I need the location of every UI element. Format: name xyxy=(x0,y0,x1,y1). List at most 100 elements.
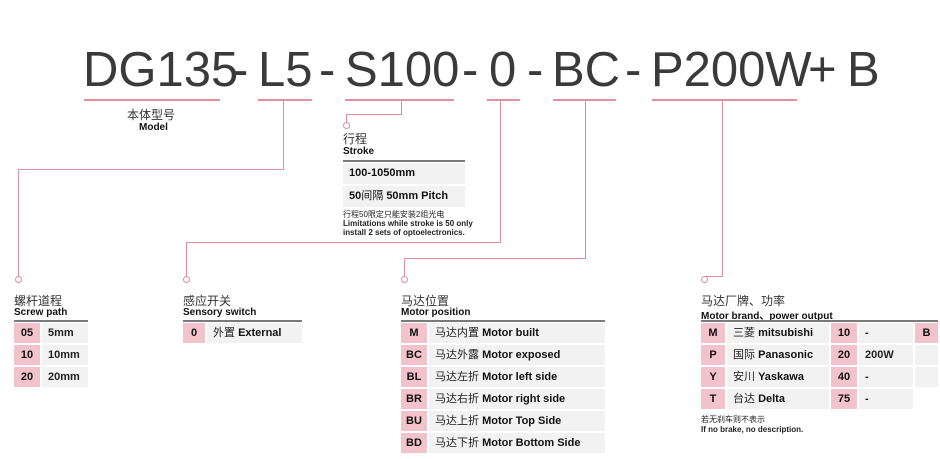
row-en: Motor built xyxy=(482,327,539,339)
row-cn: 马达左折 xyxy=(435,371,479,383)
connector-motor-brand xyxy=(704,276,723,277)
table-row: BC 马达外露 Motor exposed xyxy=(401,345,605,365)
model-label-cn: 本体型号 xyxy=(127,108,176,122)
row-en: Motor left side xyxy=(482,371,558,383)
row-en: Yaskawa xyxy=(758,371,804,383)
connector-screw xyxy=(18,169,19,277)
underline-motor-brand xyxy=(652,99,797,101)
row-code: 0 xyxy=(183,323,205,343)
connector-stroke xyxy=(401,100,402,114)
row-description: 马达左折 Motor left side xyxy=(429,367,605,387)
code-separator: - xyxy=(462,43,479,97)
connector-motor-pos xyxy=(585,100,586,258)
table-row: P 国际 Panasonic 20 200W xyxy=(701,345,938,365)
row-brake: B xyxy=(915,323,938,343)
row-description: 马达右折 Motor right side xyxy=(429,389,605,409)
row-code: T xyxy=(701,389,725,409)
row-en: Motor Bottom Side xyxy=(482,437,581,449)
code-motor-brand: P200W xyxy=(651,43,812,97)
code-screw-path: L5 xyxy=(258,43,313,97)
code-brake: B xyxy=(847,43,880,97)
stroke-pitch-number: 50 xyxy=(349,190,362,202)
motor-brand-label-en: Motor brand、power output xyxy=(701,311,833,322)
connector-sensor xyxy=(186,242,187,277)
row-brake xyxy=(915,367,938,387)
underline-screw xyxy=(258,99,312,101)
row-cn: 国际 xyxy=(733,349,755,361)
stroke-label-en: Stroke xyxy=(343,146,375,157)
row-code: BL xyxy=(401,367,427,387)
code-stroke: S100 xyxy=(345,43,460,97)
row-brake xyxy=(915,345,938,365)
connector-dot xyxy=(401,276,408,283)
connector-motor-brand xyxy=(722,100,723,277)
row-brand: 安川 Yaskawa xyxy=(727,367,829,387)
row-description: 马达上折 Motor Top Side xyxy=(429,411,605,431)
row-cn: 安川 xyxy=(733,371,755,383)
row-en: mitsubishi xyxy=(758,327,814,339)
row-code: BD xyxy=(401,433,427,453)
underline-sensor xyxy=(487,99,520,101)
code-separator: - xyxy=(625,43,642,97)
code-base-model: DG135 xyxy=(83,43,239,97)
stroke-note-en2: install 2 sets of optoelectronics. xyxy=(343,228,465,237)
screw-path-label-cn: 螺杆道程 xyxy=(14,294,63,308)
connector-screw xyxy=(283,100,284,169)
underline-model xyxy=(84,99,220,101)
table-row: M 三菱 mitsubishi 10 - B xyxy=(701,323,938,343)
table-row: 05 5mm xyxy=(14,323,88,343)
row-power-code: 75 xyxy=(831,389,857,409)
row-code: 20 xyxy=(14,367,40,387)
row-power-code: 10 xyxy=(831,323,857,343)
stroke-range: 100-1050mm xyxy=(343,163,465,184)
stroke-pitch-en: 50mm Pitch xyxy=(386,190,449,202)
row-code: BC xyxy=(401,345,427,365)
connector-motor-pos xyxy=(404,258,586,259)
underline-motor-pos xyxy=(553,99,616,101)
stroke-pitch-cn: 间隔 xyxy=(361,190,384,202)
row-power-code: 20 xyxy=(831,345,857,365)
row-cn: 马达右折 xyxy=(435,393,479,405)
row-code: Y xyxy=(701,367,725,387)
row-code: P xyxy=(701,345,725,365)
row-code: 10 xyxy=(14,345,40,365)
sensor-rule xyxy=(183,320,302,322)
table-row: BU 马达上折 Motor Top Side xyxy=(401,411,605,431)
motor-brand-label-cn: 马达厂牌、功率 xyxy=(701,294,786,308)
motor-position-rule xyxy=(401,320,605,322)
row-value: 10mm xyxy=(42,345,88,365)
row-description: 马达外露 Motor exposed xyxy=(429,345,605,365)
connector-dot xyxy=(183,276,190,283)
row-cn: 马达上折 xyxy=(435,415,479,427)
connector-sensor xyxy=(500,100,501,242)
connector-screw xyxy=(18,169,284,170)
table-row: 0 外置 External xyxy=(183,323,302,343)
row-en: External xyxy=(238,327,282,339)
row-power: 200W xyxy=(859,345,913,365)
row-code: 05 xyxy=(14,323,40,343)
connector-motor-pos xyxy=(404,258,405,277)
row-brand: 三菱 mitsubishi xyxy=(727,323,829,343)
row-code: M xyxy=(401,323,427,343)
motor-brand-note-en: If no brake, no description. xyxy=(701,425,804,434)
connector-stroke xyxy=(346,114,402,115)
row-power: - xyxy=(859,367,913,387)
connector-stroke xyxy=(346,114,347,124)
model-label-en: Model xyxy=(139,122,168,133)
table-row: 10 10mm xyxy=(14,345,88,365)
table-row: Y 安川 Yaskawa 40 - xyxy=(701,367,938,387)
table-row: M 马达内置 Motor built xyxy=(401,323,605,343)
code-separator: - xyxy=(527,43,544,97)
row-value: 5mm xyxy=(42,323,88,343)
row-value: 20mm xyxy=(42,367,88,387)
table-row: BL 马达左折 Motor left side xyxy=(401,367,605,387)
row-brand: 台达 Delta xyxy=(727,389,829,409)
row-power: - xyxy=(859,389,913,409)
row-cn: 马达下折 xyxy=(435,437,479,449)
row-en: Motor exposed xyxy=(482,349,561,361)
row-description: 马达内置 Motor built xyxy=(429,323,605,343)
screw-path-label-en: Screw path xyxy=(14,307,68,318)
stroke-note-en1: Limitations while stroke is 50 only xyxy=(343,219,473,228)
row-code: BR xyxy=(401,389,427,409)
motor-position-label-en: Motor position xyxy=(401,307,471,318)
